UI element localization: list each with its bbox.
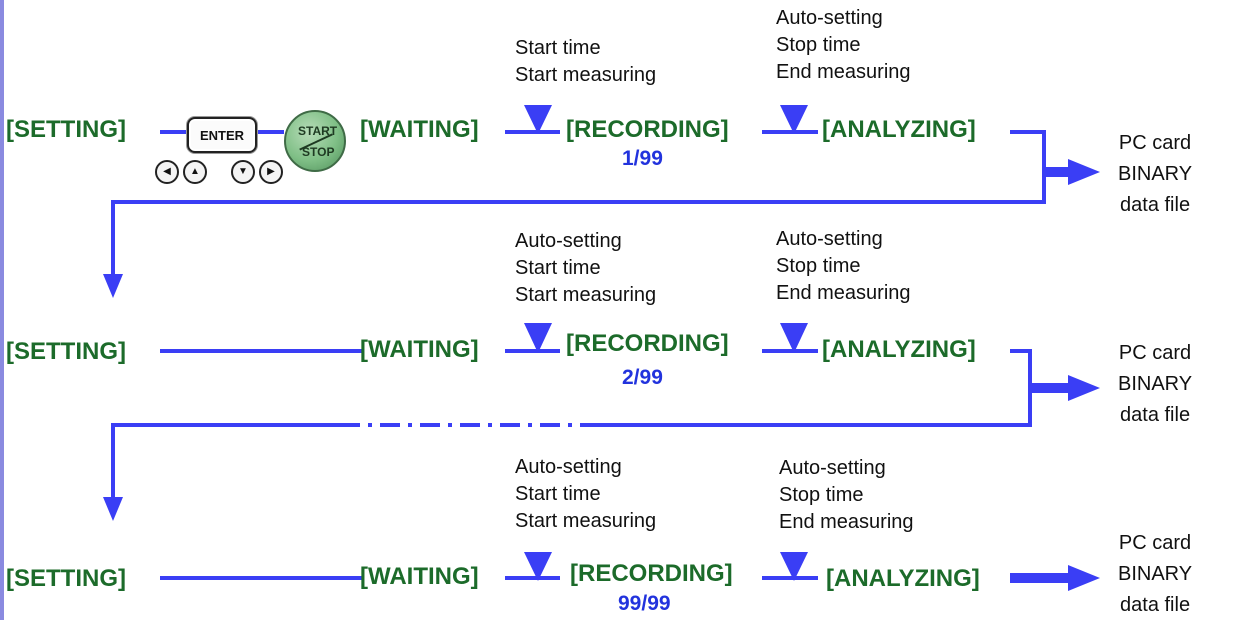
state-setting-1: [SETTING] — [6, 116, 126, 143]
pc-line: BINARY — [1118, 373, 1193, 395]
connector-down-2 — [111, 423, 350, 498]
state-recording-2: [RECORDING] — [566, 330, 729, 357]
arrow-right-pc-1 — [1068, 159, 1100, 185]
marker-stop-1 — [780, 105, 808, 134]
start-note: Start time — [515, 257, 601, 279]
up-arrow-icon: ▲ — [190, 166, 200, 177]
state-setting-3: [SETTING] — [6, 565, 126, 592]
down-arrow-key[interactable]: ▼ — [231, 160, 255, 184]
start-notes-1: Start time Start measuring — [515, 35, 656, 89]
pc-card-output-1: PC card BINARY data file — [1118, 128, 1192, 221]
start-stop-key[interactable]: START STOP — [284, 110, 346, 172]
stop-note: Stop time — [776, 255, 861, 277]
left-arrow-key[interactable]: ◀ — [155, 160, 179, 184]
pc-card-output-2: PC card BINARY data file — [1118, 338, 1192, 431]
recording-count-3: 99/99 — [618, 592, 671, 615]
state-analyzing-1: [ANALYZING] — [822, 116, 976, 143]
marker-stop-3 — [780, 552, 808, 581]
marker-start-3 — [524, 552, 552, 581]
left-arrow-icon: ◀ — [163, 166, 171, 177]
marker-start-1 — [524, 105, 552, 134]
left-frame-border — [0, 0, 4, 620]
start-note: Start time — [515, 37, 601, 59]
state-analyzing-2: [ANALYZING] — [822, 336, 976, 363]
start-note: Start measuring — [515, 510, 657, 532]
pc-line: PC card — [1118, 532, 1192, 554]
start-note: Start measuring — [515, 64, 657, 86]
start-notes-3: Auto-setting Start time Start measuring — [515, 454, 656, 535]
marker-stop-2 — [780, 323, 808, 353]
up-arrow-key[interactable]: ▲ — [183, 160, 207, 184]
pc-line: BINARY — [1118, 163, 1193, 185]
arrow-right-pc-2 — [1068, 375, 1100, 401]
arrow-down-row2-to-row3 — [103, 497, 123, 521]
start-note: Auto-setting — [515, 456, 622, 478]
down-arrow-icon: ▼ — [238, 166, 248, 177]
state-waiting-3: [WAITING] — [360, 563, 479, 590]
arrow-down-row1-to-row2 — [103, 274, 123, 298]
recording-count-2: 2/99 — [622, 366, 663, 389]
enter-key-label: ENTER — [199, 127, 245, 143]
start-note: Start time — [515, 483, 601, 505]
connector-analyzing-end-1 — [111, 130, 1046, 275]
pc-line: PC card — [1118, 342, 1192, 364]
stop-note: End measuring — [776, 61, 911, 83]
stop-note: End measuring — [779, 511, 914, 533]
recording-count-1: 1/99 — [622, 147, 663, 170]
state-waiting-1: [WAITING] — [360, 116, 479, 143]
start-notes-2: Auto-setting Start time Start measuring — [515, 228, 656, 309]
right-arrow-icon: ▶ — [267, 166, 275, 177]
pc-line: BINARY — [1118, 563, 1193, 585]
marker-start-2 — [524, 323, 552, 353]
right-arrow-key[interactable]: ▶ — [259, 160, 283, 184]
start-note: Start measuring — [515, 284, 657, 306]
stop-notes-3: Auto-setting Stop time End measuring — [779, 455, 914, 536]
pc-line: data file — [1120, 194, 1191, 216]
stop-note: Auto-setting — [779, 457, 886, 479]
arrow-right-pc-3 — [1068, 565, 1100, 591]
stop-notes-1: Auto-setting Stop time End measuring — [776, 5, 911, 86]
enter-key[interactable]: ENTER — [187, 117, 257, 153]
pc-card-output-3: PC card BINARY data file — [1118, 528, 1192, 621]
stop-note: Stop time — [776, 34, 861, 56]
state-analyzing-3: [ANALYZING] — [826, 565, 980, 592]
stop-note: Auto-setting — [776, 7, 883, 29]
state-recording-1: [RECORDING] — [566, 116, 729, 143]
state-waiting-2: [WAITING] — [360, 336, 479, 363]
pc-line: data file — [1120, 594, 1191, 616]
stop-notes-2: Auto-setting Stop time End measuring — [776, 226, 911, 307]
stop-note: End measuring — [776, 282, 911, 304]
stop-note: Auto-setting — [776, 228, 883, 250]
stop-note: Stop time — [779, 484, 864, 506]
stop-key-label: STOP — [302, 145, 335, 159]
state-setting-2: [SETTING] — [6, 338, 126, 365]
pc-line: PC card — [1118, 132, 1192, 154]
pc-line: data file — [1120, 404, 1191, 426]
start-note: Auto-setting — [515, 230, 622, 252]
state-recording-3: [RECORDING] — [570, 560, 733, 587]
